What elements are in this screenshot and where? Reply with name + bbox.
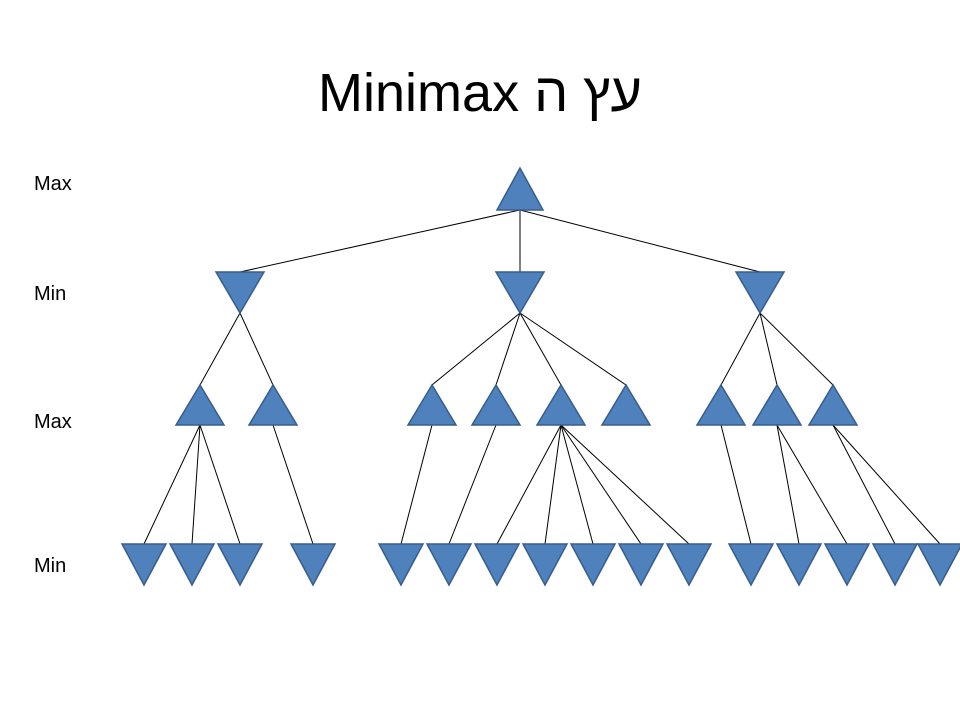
max-node-9 [807, 383, 859, 426]
leaf-min-node-2 [168, 543, 216, 587]
leaf-min-node-13 [775, 543, 823, 587]
level-label-max-2: Max [34, 411, 72, 433]
max-node-5 [535, 383, 587, 426]
leaf-min-node-7 [473, 543, 521, 587]
edge-min-to-max-6 [519, 312, 627, 386]
min-node-2 [494, 271, 546, 315]
edge-max-to-leaf-13 [776, 424, 800, 545]
max-node-6 [600, 383, 652, 426]
level-label-min-1: Min [34, 283, 67, 305]
edge-max-to-leaf-14 [776, 424, 848, 545]
edge-max-to-leaf-15 [832, 424, 896, 545]
leaf-min-node-4 [289, 543, 337, 587]
edge-max-to-leaf-5 [400, 424, 433, 545]
edge-max-to-leaf-9 [560, 424, 594, 545]
edge-min-to-max-9 [759, 312, 834, 386]
edge-min-to-max-5 [519, 312, 562, 386]
tree-edges [143, 209, 941, 545]
max-node-1 [174, 383, 226, 426]
leaf-min-node-15 [871, 543, 919, 587]
edge-min-to-max-3 [431, 312, 521, 386]
leaf-min-node-14 [823, 543, 871, 587]
min-node-1 [214, 271, 266, 315]
edge-min-to-max-1 [199, 312, 241, 386]
edge-min-to-max-2 [239, 312, 274, 386]
leaf-min-node-16 [916, 543, 960, 587]
edge-root-to-min-3 [519, 209, 761, 273]
edge-root-to-min-1 [239, 209, 521, 273]
min-node-3 [734, 271, 786, 315]
slide-title: Minimax עץ ה [318, 63, 642, 123]
level-label-min-2: Min [34, 555, 67, 577]
leaf-min-node-10 [617, 543, 665, 587]
edge-max-to-leaf-1 [143, 424, 201, 545]
edge-max-to-leaf-3 [199, 424, 241, 545]
edge-max-to-leaf-16 [832, 424, 941, 545]
leaf-min-node-3 [216, 543, 264, 587]
edge-max-to-leaf-8 [544, 424, 562, 545]
max-node-4 [470, 383, 522, 426]
edge-min-to-max-8 [759, 312, 778, 386]
leaf-min-node-5 [377, 543, 425, 587]
edge-min-to-max-7 [720, 312, 761, 386]
max-node-2 [247, 383, 299, 426]
edge-max-to-leaf-11 [560, 424, 690, 545]
leaf-min-node-9 [569, 543, 617, 587]
edge-max-to-leaf-10 [560, 424, 642, 545]
max-node-7 [695, 383, 747, 426]
tree-nodes [120, 166, 960, 587]
root-max-node [495, 166, 545, 211]
leaf-min-node-6 [425, 543, 473, 587]
leaf-min-node-11 [665, 543, 713, 587]
max-node-3 [406, 383, 458, 426]
edge-min-to-max-4 [495, 312, 521, 386]
level-label-max-1: Max [34, 173, 72, 195]
edge-max-to-leaf-12 [720, 424, 752, 545]
leaf-min-node-12 [727, 543, 775, 587]
edge-max-to-leaf-2 [191, 424, 201, 545]
leaf-min-node-1 [120, 543, 168, 587]
max-node-8 [751, 383, 803, 426]
leaf-min-node-8 [521, 543, 569, 587]
edge-max-to-leaf-7 [496, 424, 562, 545]
edge-max-to-leaf-4 [272, 424, 314, 545]
edge-max-to-leaf-6 [448, 424, 497, 545]
